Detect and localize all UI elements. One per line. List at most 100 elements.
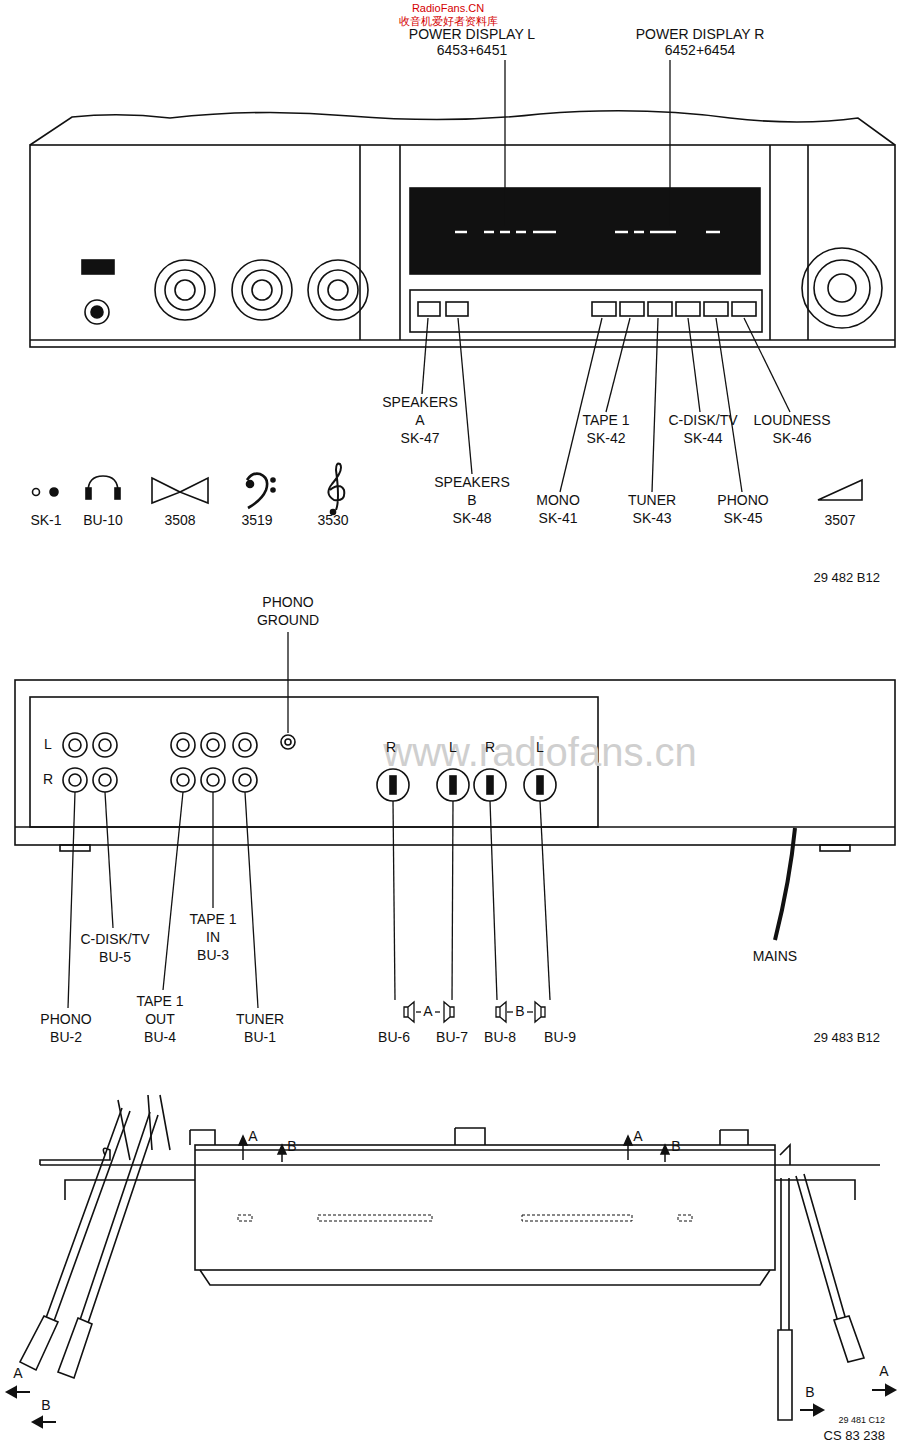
drawing-part bbox=[69, 739, 81, 751]
part-label: 3519 bbox=[241, 513, 272, 528]
drawing-part bbox=[328, 464, 344, 510]
part-label: MONO bbox=[536, 493, 580, 508]
drawing-part bbox=[171, 768, 195, 792]
drawing-part bbox=[242, 270, 282, 310]
part-label: BU-3 bbox=[197, 948, 229, 963]
drawing-part bbox=[247, 474, 267, 508]
drawing-part bbox=[732, 302, 756, 316]
part-label: CS 83 238 bbox=[824, 1429, 885, 1443]
drawing-part bbox=[68, 792, 75, 1008]
drawing-part bbox=[285, 739, 291, 745]
drawing-part bbox=[802, 248, 882, 328]
part-label: SK-41 bbox=[539, 511, 578, 526]
part-label: POWER DISPLAY R bbox=[636, 27, 765, 42]
drawing-part bbox=[239, 1136, 669, 1162]
drawing-part bbox=[40, 1164, 880, 1166]
drawing-part bbox=[30, 111, 895, 145]
drawing-part bbox=[115, 488, 120, 499]
drawing-part bbox=[516, 231, 526, 234]
drawing-part bbox=[834, 1316, 864, 1362]
part-label: B bbox=[805, 1385, 814, 1400]
drawing-part bbox=[80, 1112, 158, 1323]
part-label: BU-7 bbox=[436, 1030, 468, 1045]
part-label: R bbox=[485, 740, 495, 755]
drawing-part bbox=[820, 845, 850, 851]
part-label: A bbox=[879, 1364, 888, 1379]
drawing-part bbox=[50, 488, 58, 496]
drawing-part bbox=[281, 735, 295, 749]
part-label: BU-6 bbox=[378, 1030, 410, 1045]
part-label: SPEAKERS bbox=[382, 395, 457, 410]
drawing-part bbox=[118, 1095, 790, 1165]
drawing-part bbox=[634, 231, 644, 234]
drawing-part bbox=[796, 1174, 846, 1322]
drawing-part bbox=[33, 489, 40, 496]
drawing-part bbox=[30, 145, 895, 347]
watermark: 收音机爱好者资料库 bbox=[399, 15, 498, 27]
part-label: SK-48 bbox=[453, 511, 492, 526]
part-label: B bbox=[287, 1139, 296, 1154]
drawing-part bbox=[507, 1011, 513, 1012]
drawing-part bbox=[232, 260, 292, 320]
part-label: 3530 bbox=[317, 513, 348, 528]
drawing-part bbox=[661, 1145, 669, 1154]
part-label: PHONO bbox=[717, 493, 768, 508]
drawing-part bbox=[592, 302, 616, 316]
part-label: SK-45 bbox=[724, 511, 763, 526]
drawing-part bbox=[171, 733, 195, 757]
part-label: SK-1 bbox=[30, 513, 61, 528]
drawing-part bbox=[245, 792, 258, 1008]
drawing-part bbox=[33, 1417, 42, 1427]
watermark: RadioFans.CN bbox=[412, 2, 484, 14]
drawing-part bbox=[88, 476, 118, 492]
part-label: 3508 bbox=[164, 513, 195, 528]
drawing-part bbox=[20, 1316, 58, 1370]
drawing-part bbox=[650, 231, 676, 234]
drawing-part bbox=[175, 280, 195, 300]
part-label: B bbox=[41, 1398, 50, 1413]
part-label: BU-1 bbox=[244, 1030, 276, 1045]
part-label: 29 481 C12 bbox=[838, 1416, 885, 1426]
part-label: PHONO bbox=[40, 1012, 91, 1027]
drawing-part bbox=[190, 1128, 748, 1145]
drawing-part bbox=[247, 481, 254, 488]
part-label: B bbox=[515, 1004, 524, 1019]
part-label: A bbox=[423, 1004, 432, 1019]
drawing-part bbox=[195, 1145, 775, 1270]
drawing-part bbox=[207, 739, 219, 751]
part-label: SK-46 bbox=[773, 431, 812, 446]
drawing-part bbox=[152, 478, 208, 503]
drawing-part bbox=[271, 478, 275, 482]
part-label: R bbox=[43, 772, 53, 787]
drawing-part bbox=[444, 1002, 454, 1022]
drawing-part bbox=[450, 776, 456, 794]
drawing-part bbox=[452, 801, 453, 1000]
part-label: A bbox=[13, 1366, 22, 1381]
drawing-part bbox=[537, 776, 543, 794]
part-label: POWER DISPLAY L bbox=[409, 27, 535, 42]
drawing-part bbox=[40, 1148, 110, 1165]
drawing-part bbox=[99, 774, 111, 786]
drawing-part bbox=[435, 1011, 440, 1012]
part-label: L bbox=[536, 740, 544, 755]
drawing-part bbox=[233, 733, 257, 757]
drawing-part bbox=[318, 270, 358, 310]
drawing-part bbox=[105, 792, 113, 928]
drawing-part bbox=[648, 302, 672, 316]
part-label: LOUDNESS bbox=[753, 413, 830, 428]
drawing-part bbox=[7, 1385, 895, 1427]
drawing-part bbox=[416, 1011, 421, 1012]
drawing-part bbox=[744, 318, 790, 412]
drawing-part bbox=[239, 739, 251, 751]
drawing-part bbox=[778, 1330, 792, 1420]
part-label: C-DISK/TV bbox=[668, 413, 737, 428]
part-label: 29 483 B12 bbox=[813, 1031, 880, 1045]
drawing-part bbox=[328, 280, 348, 300]
drawing-part bbox=[93, 733, 117, 757]
part-label: SK-44 bbox=[684, 431, 723, 446]
drawing-part bbox=[69, 774, 81, 786]
drawing-part bbox=[458, 318, 472, 474]
drawing-part bbox=[504, 60, 505, 226]
drawing-part bbox=[814, 1405, 823, 1415]
